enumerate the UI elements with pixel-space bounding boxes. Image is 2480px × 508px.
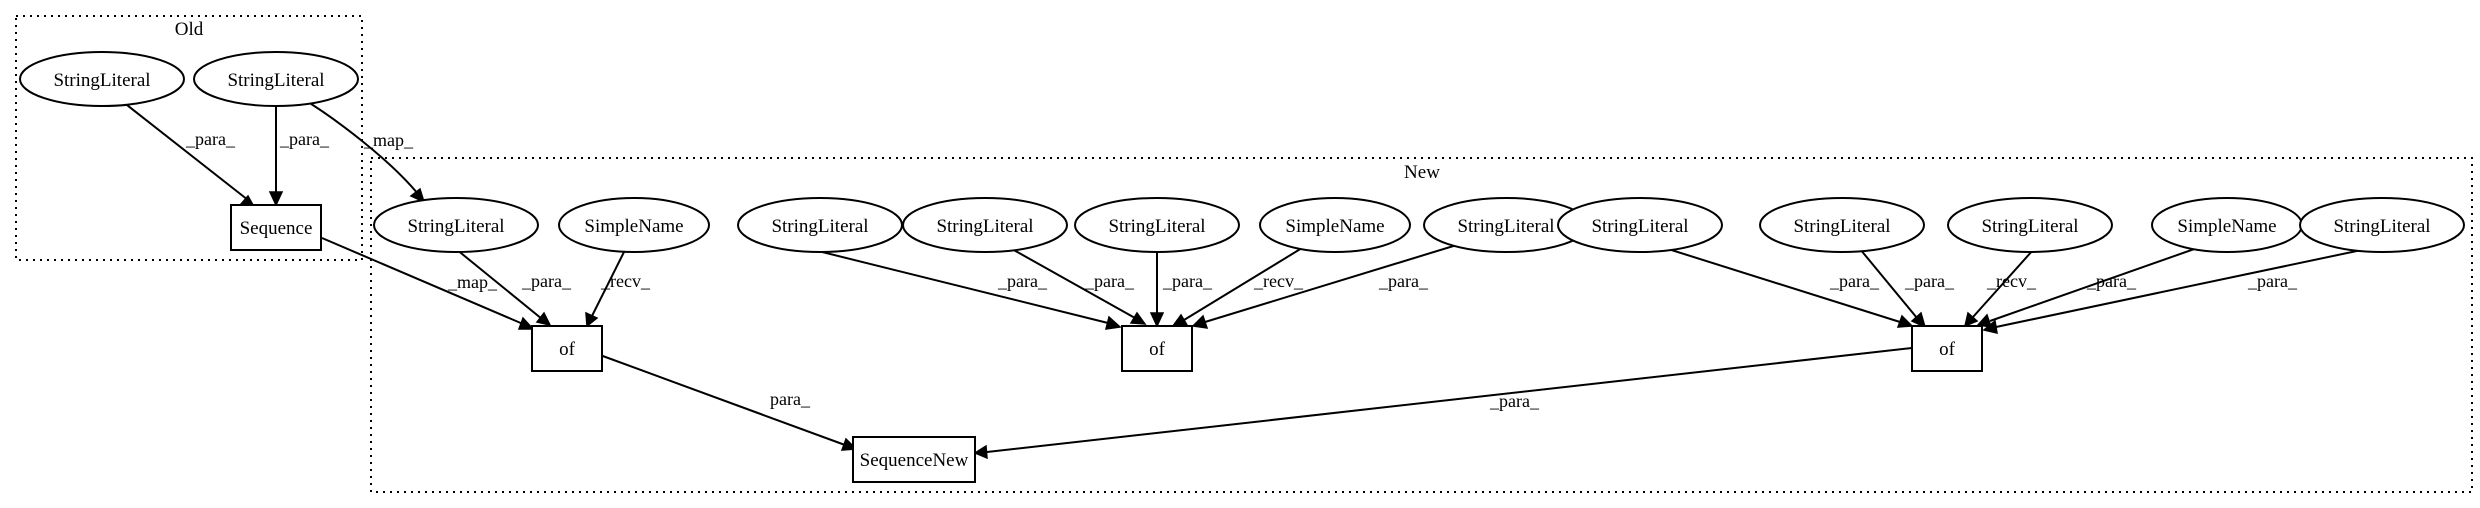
edge-label: _para_ — [1904, 271, 1955, 291]
node-old-sequence: Sequence — [230, 204, 322, 251]
edge-label: _recv_ — [600, 271, 651, 291]
node-old-stringliteral-2: StringLiteral — [193, 51, 359, 107]
node-new-stringliteral-7: StringLiteral — [1759, 197, 1925, 253]
edge-new-sl3-to-of2: _para_ — [1011, 248, 1147, 325]
node-new-stringliteral-4: StringLiteral — [1074, 197, 1240, 253]
edge-old-sl2-to-new-sl1: _map_ — [299, 96, 426, 204]
edge-of1-to-sequencenew: para_ — [599, 354, 858, 451]
edge-label: _para_ — [1489, 391, 1540, 411]
node-new-stringliteral-3: StringLiteral — [902, 197, 1068, 253]
node-new-simplename-3: SimpleName — [2151, 197, 2303, 253]
edge-new-sl2-to-of2: _para_ — [801, 246, 1122, 330]
edge-label: _map_ — [363, 130, 414, 150]
node-label: StringLiteral — [1108, 216, 1205, 237]
node-label: StringLiteral — [1981, 216, 2078, 237]
edge-new-sl5-to-of2: _para_ — [1191, 243, 1461, 329]
cluster-new-label: New — [1404, 162, 1440, 183]
edge-label: _map_ — [447, 272, 498, 292]
edge-label: _recv_ — [1253, 271, 1304, 291]
node-new-sequencenew: SequenceNew — [852, 436, 976, 483]
node-new-stringliteral-1: StringLiteral — [373, 197, 539, 253]
node-label: of — [559, 339, 576, 360]
edge-label: _para_ — [1829, 271, 1880, 291]
node-label: StringLiteral — [1591, 216, 1688, 237]
edge-label: _para_ — [279, 129, 330, 149]
edge-label: _para_ — [521, 271, 572, 291]
node-label: StringLiteral — [771, 216, 868, 237]
node-label: StringLiteral — [2333, 216, 2430, 237]
node-new-stringliteral-6: StringLiteral — [1557, 197, 1723, 253]
node-label: StringLiteral — [53, 70, 150, 91]
edge-new-sl4-to-of2: _para_ — [1149, 250, 1213, 328]
edge-new-sl6-to-of3: _para_ — [1664, 247, 1914, 328]
edge-label: _recv_ — [1986, 271, 2037, 291]
node-label: Sequence — [240, 218, 313, 239]
cluster-old-label: Old — [175, 19, 204, 40]
edge-new-sl9-to-of3: _para_ — [1982, 243, 2391, 334]
edge-sequence-to-of1: _map_ — [321, 237, 535, 330]
node-new-simplename-1: SimpleName — [558, 197, 710, 253]
node-new-stringliteral-2: StringLiteral — [737, 197, 903, 253]
edge-label: _para_ — [1084, 271, 1135, 291]
edge-old-sl1-to-sequence: _para_ — [117, 97, 255, 206]
edge-label: _para_ — [1378, 271, 1429, 291]
edge-label: _para_ — [2086, 271, 2137, 291]
cluster-new: New — [370, 157, 2473, 493]
edge-label: _para_ — [997, 271, 1048, 291]
node-label: SimpleName — [2177, 216, 2276, 237]
node-label: SequenceNew — [860, 450, 969, 471]
node-new-stringliteral-8: StringLiteral — [1947, 197, 2113, 253]
node-new-stringliteral-9: StringLiteral — [2299, 197, 2465, 253]
edge-new-sl7-to-of3: _para_ — [1859, 248, 1955, 329]
node-label: of — [1149, 339, 1166, 360]
edge-new-sn1-to-of1: _recv_ — [585, 249, 651, 328]
node-new-of-2: of — [1121, 325, 1193, 372]
cluster-old: Old — [15, 15, 363, 261]
edge-new-sl1-to-of1: _para_ — [455, 248, 572, 327]
node-label: SimpleName — [1285, 216, 1384, 237]
node-new-of-3: of — [1911, 325, 1983, 372]
node-label: of — [1939, 339, 1956, 360]
node-label: StringLiteral — [1457, 216, 1554, 237]
node-label: StringLiteral — [227, 70, 324, 91]
edge-new-sl8-to-of3: _recv_ — [1963, 249, 2037, 328]
node-label: StringLiteral — [936, 216, 1033, 237]
edges: _para_ _para_ _map_ _map_ _para_ _recv_ — [117, 96, 2391, 460]
edge-label: para_ — [770, 389, 811, 409]
node-label: StringLiteral — [407, 216, 504, 237]
edge-of3-to-sequencenew: _para_ — [973, 347, 1913, 460]
node-new-of-1: of — [531, 325, 603, 372]
edge-old-sl2-to-sequence: _para_ — [268, 99, 330, 207]
node-label: StringLiteral — [1793, 216, 1890, 237]
node-new-simplename-2: SimpleName — [1259, 197, 1411, 253]
edge-new-sn3-to-of3: _para_ — [1976, 246, 2201, 328]
edge-label: _para_ — [185, 129, 236, 149]
node-label: SimpleName — [584, 216, 683, 237]
edge-label: _para_ — [2247, 271, 2298, 291]
node-old-stringliteral-1: StringLiteral — [19, 51, 185, 107]
edge-label: _para_ — [1162, 271, 1213, 291]
